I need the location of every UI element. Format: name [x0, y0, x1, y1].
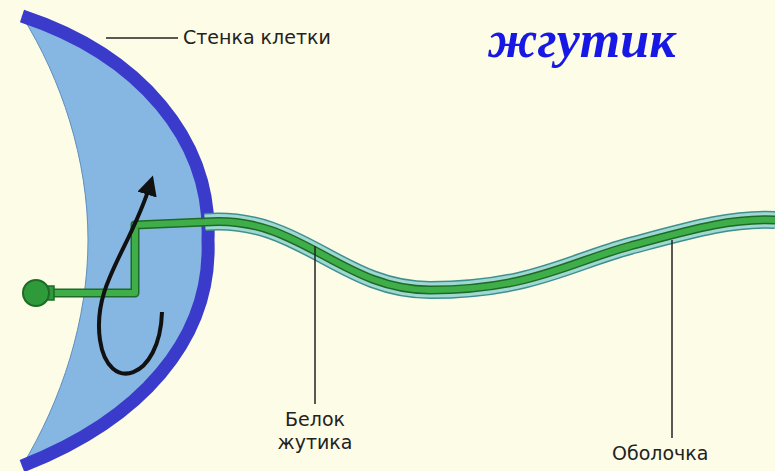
cell-wall	[22, 16, 208, 466]
basal-knob	[23, 280, 49, 306]
rotation-arrow	[99, 185, 162, 374]
leader-line	[106, 37, 178, 39]
diagram-title: жгутик	[488, 10, 676, 69]
part-label: Оболочка	[612, 442, 708, 465]
leader-line	[671, 240, 673, 438]
flagellin	[40, 220, 775, 293]
part-label: Белок жутика	[258, 408, 372, 454]
cell-body	[22, 16, 208, 466]
flagellin-outline	[40, 220, 775, 293]
part-label: Стенка клетки	[183, 26, 331, 49]
leader-line	[314, 246, 316, 404]
